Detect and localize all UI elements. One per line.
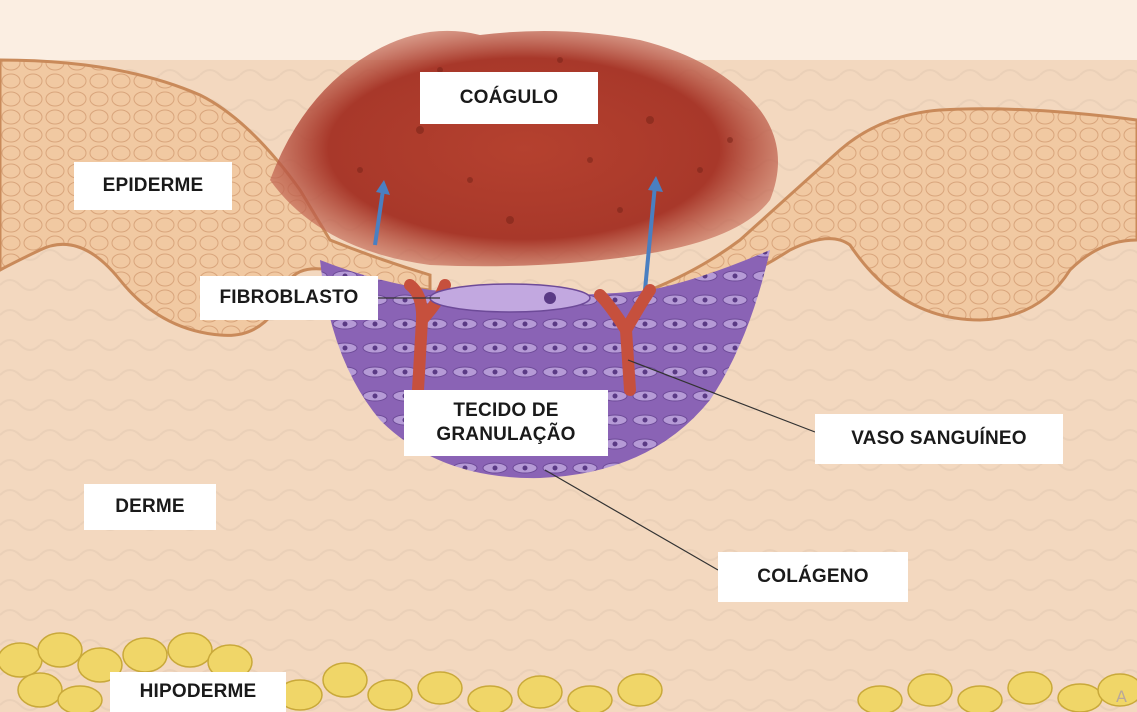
label-derme: DERME: [84, 484, 216, 530]
label-tecido-line1: TECIDO DE: [436, 399, 575, 423]
fibroblast-cell: [430, 284, 590, 312]
label-fibroblasto: FIBROBLASTO: [200, 276, 378, 320]
label-colageno: COLÁGENO: [718, 552, 908, 602]
label-tecido-line2: GRANULAÇÃO: [436, 423, 575, 447]
label-hipoderme: HIPODERME: [110, 672, 286, 712]
label-coagulo: COÁGULO: [420, 72, 598, 124]
label-tecido-de-granulacao: TECIDO DE GRANULAÇÃO: [404, 390, 608, 456]
corner-mark: A: [1116, 687, 1127, 706]
label-vaso-sanguineo: VASO SANGUÍNEO: [815, 414, 1063, 464]
label-epiderme: EPIDERME: [74, 162, 232, 210]
